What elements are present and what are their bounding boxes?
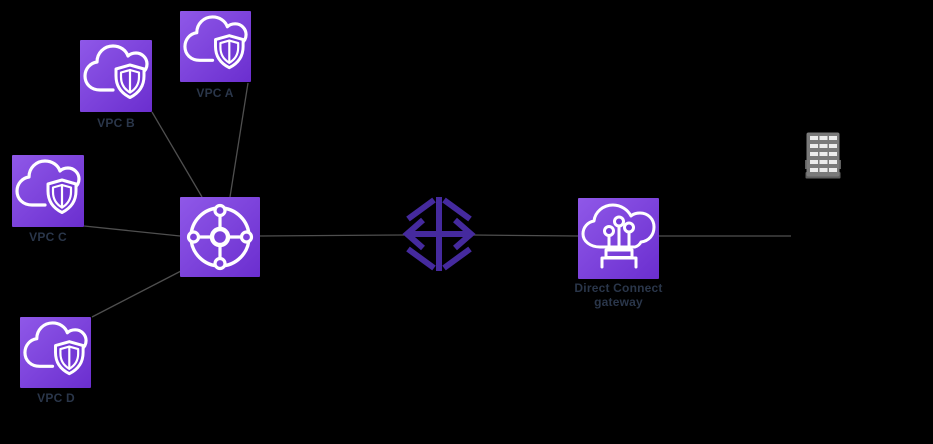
edge-vpc-d-tgw xyxy=(91,270,182,318)
cloud-shield-icon xyxy=(183,15,248,70)
direct-connect-gateway-icon xyxy=(581,203,656,269)
transit-gateway-router-icon xyxy=(186,203,254,271)
direct-connect-gateway-node[interactable] xyxy=(578,198,659,279)
vpc-a-node[interactable] xyxy=(180,11,251,82)
office-building-icon xyxy=(805,132,841,179)
edge-symbol-dcgw xyxy=(471,234,579,237)
edge-tgw-symbol xyxy=(259,234,405,237)
vpc-c-label: VPC C xyxy=(29,230,67,244)
transit-gateway-symbol-node[interactable] xyxy=(401,194,477,274)
cloud-shield-icon xyxy=(23,321,88,376)
vpc-d-label: VPC D xyxy=(37,391,75,405)
vpc-d-node[interactable] xyxy=(20,317,91,388)
vpc-b-label: VPC B xyxy=(97,116,135,130)
edge-vpc-a-tgw xyxy=(229,82,249,198)
cloud-shield-icon xyxy=(83,44,149,99)
vpc-b-node[interactable] xyxy=(80,40,152,112)
vpc-c-node[interactable] xyxy=(12,155,84,227)
cloud-shield-icon xyxy=(15,159,81,214)
transit-gateway-diamond-icon xyxy=(402,197,476,271)
vpc-a-label: VPC A xyxy=(196,86,234,100)
corporate-data-center-node[interactable] xyxy=(805,132,841,179)
direct-connect-gateway-label: Direct Connect gateway xyxy=(574,281,663,309)
transit-gateway-node[interactable] xyxy=(180,197,260,277)
edge-vpc-c-tgw xyxy=(83,225,181,237)
